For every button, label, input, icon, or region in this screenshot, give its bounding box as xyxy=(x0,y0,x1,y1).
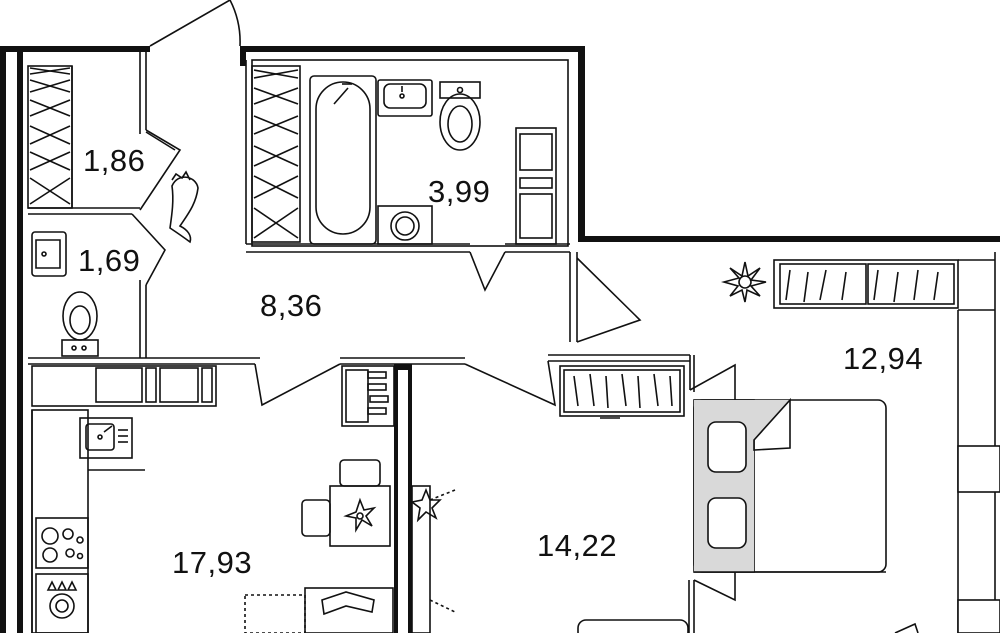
outer-walls xyxy=(0,46,1000,633)
area-wardrobe-left: 1,86 xyxy=(83,143,146,178)
sink xyxy=(377,79,433,117)
bedroom-wardrobe xyxy=(773,259,995,311)
toilet-bowl-bath xyxy=(439,81,481,151)
small-wardrobe xyxy=(341,365,395,427)
area-bedroom: 12,94 xyxy=(843,341,924,376)
right-outer-wall xyxy=(957,252,1000,633)
bathroom-shelves xyxy=(515,127,557,245)
area-living-room: 14,22 xyxy=(537,528,618,563)
living-furniture-bottom xyxy=(577,619,689,633)
dog-figure xyxy=(169,170,199,244)
sofa-outline xyxy=(244,594,306,633)
area-bathroom: 3,99 xyxy=(428,174,491,209)
plant-bedroom xyxy=(720,261,767,303)
kitchen-cabinets xyxy=(31,365,217,407)
sofa xyxy=(304,587,394,633)
living-wardrobe xyxy=(559,365,685,419)
bed xyxy=(693,397,887,573)
tv-unit xyxy=(410,485,456,633)
toilet-fixtures xyxy=(31,231,99,357)
area-hallway: 8,36 xyxy=(260,288,323,323)
dining-table xyxy=(301,459,391,547)
dishwasher xyxy=(35,573,89,633)
area-toilet: 1,69 xyxy=(78,243,141,278)
area-kitchen: 17,93 xyxy=(172,545,253,580)
bathtub xyxy=(309,75,377,245)
bathroom-wardrobe-hatch xyxy=(251,65,301,243)
wardrobe-left-hatch xyxy=(27,65,73,209)
stove xyxy=(35,517,89,569)
washing-machine xyxy=(377,205,433,245)
corner-plant xyxy=(894,622,919,633)
